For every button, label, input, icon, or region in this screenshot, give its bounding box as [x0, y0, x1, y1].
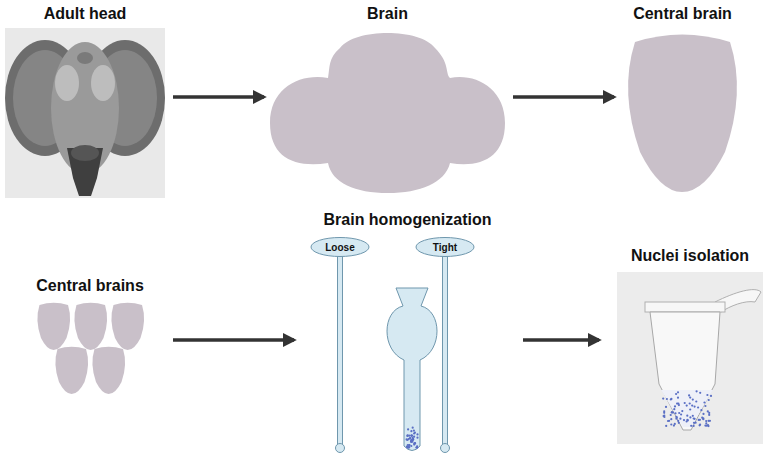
pestle-label: Tight [415, 237, 475, 257]
step-title: Nuclei isolation [605, 246, 775, 266]
tube-photo [605, 272, 775, 444]
image-node: Central brains [15, 276, 165, 396]
flow-arrow [173, 338, 294, 342]
central-brains-group [15, 302, 165, 394]
step-title: Brain [270, 4, 505, 24]
image-node: Central brain [620, 4, 745, 194]
central-brain-shape [620, 32, 745, 192]
flow-arrow [173, 95, 264, 99]
flow-arrow [523, 338, 599, 342]
pestle-head: Tight [415, 237, 475, 257]
image-node: Brain [270, 4, 505, 194]
step-title: Adult head [5, 4, 165, 24]
brain-shape [270, 28, 505, 193]
pestle-label: Loose [310, 237, 370, 257]
step-title: Brain homogenization [300, 210, 515, 230]
fly-head-image [5, 28, 165, 198]
step-title: Central brains [15, 276, 165, 296]
image-node: Adult head [5, 4, 165, 200]
image-node: Nuclei isolation [605, 246, 775, 446]
pestle-head: Loose [310, 237, 370, 257]
flow-arrow [513, 95, 614, 99]
step-title: Central brain [620, 4, 745, 24]
homogenizer-node: Brain homogenizationLoose Tight [300, 210, 515, 456]
